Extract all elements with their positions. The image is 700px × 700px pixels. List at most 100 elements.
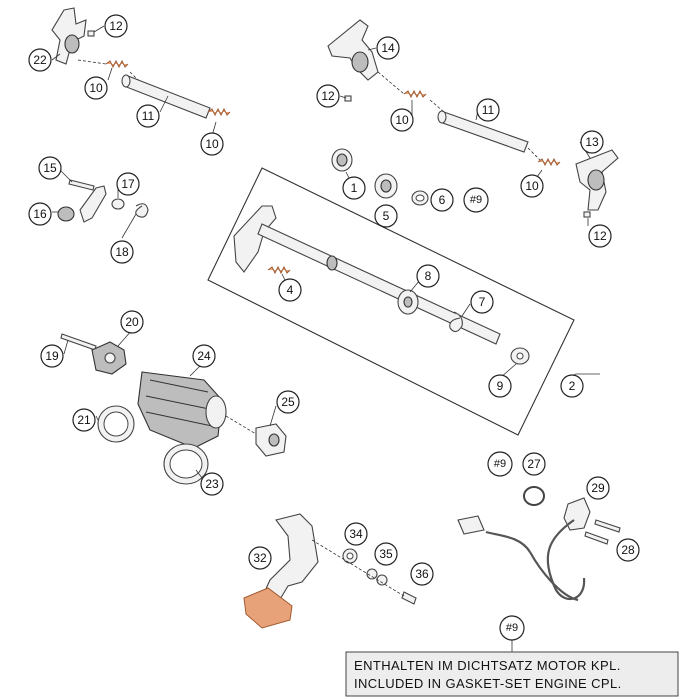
svg-text:10: 10 — [89, 81, 103, 95]
pin-12-a — [87, 30, 95, 37]
collar-8 — [397, 289, 419, 315]
svg-text:13: 13 — [585, 135, 599, 149]
svg-text:16: 16 — [33, 207, 47, 221]
shift-rail-11-a — [121, 74, 211, 119]
svg-text:12: 12 — [321, 89, 335, 103]
gasket-set-note: ENTHALTEN IM DICHTSATZ MOTOR KPL. INCLUD… — [345, 651, 679, 697]
callout-bubble: 19 — [40, 344, 64, 368]
callout-bubble: #9 — [463, 187, 489, 213]
svg-text:1: 1 — [351, 181, 358, 195]
callout-bubble: 8 — [416, 264, 440, 288]
svg-text:#9: #9 — [506, 622, 518, 634]
shift-fork-14 — [327, 19, 379, 81]
svg-text:25: 25 — [281, 395, 295, 409]
svg-text:5: 5 — [383, 209, 390, 223]
callout-bubble: 24 — [192, 344, 216, 368]
bolt-36 — [401, 591, 417, 605]
svg-text:24: 24 — [197, 349, 211, 363]
svg-text:10: 10 — [395, 113, 409, 127]
bearing-5 — [374, 173, 398, 199]
callout-bubble: 18 — [110, 240, 134, 264]
callout-bubble: 34 — [344, 522, 368, 546]
seal-ring-6 — [411, 190, 429, 206]
svg-text:22: 22 — [33, 53, 47, 67]
svg-text:11: 11 — [482, 103, 495, 117]
svg-text:34: 34 — [349, 527, 363, 541]
spring-10-d — [537, 157, 561, 167]
svg-text:6: 6 — [439, 193, 446, 207]
shift-rail-11-b — [437, 110, 529, 153]
locking-element-25 — [255, 423, 287, 457]
callout-bubble: 10 — [390, 108, 414, 132]
callout-bubble: 32 — [248, 546, 272, 570]
svg-text:12: 12 — [109, 19, 123, 33]
spring-18 — [135, 203, 149, 218]
spring-10-b — [207, 107, 231, 117]
needle-bearing-1 — [331, 148, 353, 172]
shift-pawl-lever — [79, 185, 107, 223]
washer-35 — [366, 568, 388, 586]
shift-shaft — [233, 205, 501, 345]
callout-bubble: 9 — [488, 374, 512, 398]
callout-bubble: 6 — [430, 188, 454, 212]
shift-lever-32 — [243, 513, 319, 629]
svg-text:28: 28 — [621, 543, 635, 557]
callout-bubble: 25 — [276, 390, 300, 414]
svg-text:#9: #9 — [470, 194, 482, 206]
callout-bubble: 11 — [476, 98, 500, 122]
callout-bubble: 16 — [28, 202, 52, 226]
callout-bubble: 12 — [588, 224, 612, 248]
svg-text:36: 36 — [415, 567, 429, 581]
svg-text:15: 15 — [43, 161, 57, 175]
callout-bubble: 27 — [522, 452, 546, 476]
callout-bubble: 1 — [342, 176, 366, 200]
o-ring-27 — [523, 486, 545, 506]
callout-bubble: 36 — [410, 562, 434, 586]
callout-bubble: 10 — [84, 76, 108, 100]
gear-position-sensor — [485, 497, 591, 602]
callout-bubble: 10 — [200, 132, 224, 156]
callout-bubble: 12 — [104, 14, 128, 38]
svg-text:32: 32 — [253, 551, 267, 565]
shift-drum-24 — [137, 371, 227, 449]
callout-bubble: 20 — [120, 310, 144, 334]
spring-10-c — [403, 89, 427, 99]
callout-bubble: 35 — [374, 542, 398, 566]
svg-text:29: 29 — [591, 481, 605, 495]
svg-text:27: 27 — [527, 457, 541, 471]
callout-bubble: 22 — [28, 48, 52, 72]
bearing-21 — [97, 405, 135, 443]
svg-text:4: 4 — [287, 283, 294, 297]
callout-bubble: 29 — [586, 476, 610, 500]
bushing-17 — [111, 198, 125, 210]
svg-text:8: 8 — [425, 269, 432, 283]
callout-bubble: 10 — [520, 174, 544, 198]
screw-28-a — [594, 519, 621, 533]
pin-12-c — [583, 211, 591, 218]
callout-bubble: 14 — [376, 36, 400, 60]
callout-bubble: #9 — [499, 615, 525, 641]
svg-text:23: 23 — [205, 477, 219, 491]
note-line-1: ENTHALTEN IM DICHTSATZ MOTOR KPL. — [354, 658, 621, 673]
callout-bubble: 28 — [616, 538, 640, 562]
callout-bubble: 13 — [580, 130, 604, 154]
note-line-2: INCLUDED IN GASKET-SET ENGINE CPL. — [354, 676, 622, 691]
svg-text:10: 10 — [205, 137, 219, 151]
svg-text:18: 18 — [115, 245, 129, 259]
callout-bubble: 23 — [200, 472, 224, 496]
svg-text:11: 11 — [142, 109, 155, 123]
callout-bubble: 4 — [278, 278, 302, 302]
washer-9 — [510, 347, 530, 365]
callout-bubble: #9 — [487, 451, 513, 477]
sensor-connector — [457, 515, 485, 535]
svg-text:17: 17 — [121, 177, 135, 191]
spring-4 — [267, 265, 291, 275]
svg-text:7: 7 — [479, 295, 486, 309]
washer-34 — [342, 548, 358, 564]
callout-bubble: 5 — [374, 204, 398, 228]
callout-bubble: 17 — [116, 172, 140, 196]
callout-bubble: 2 — [560, 374, 584, 398]
screw-28-b — [584, 531, 609, 545]
svg-text:#9: #9 — [494, 458, 506, 470]
